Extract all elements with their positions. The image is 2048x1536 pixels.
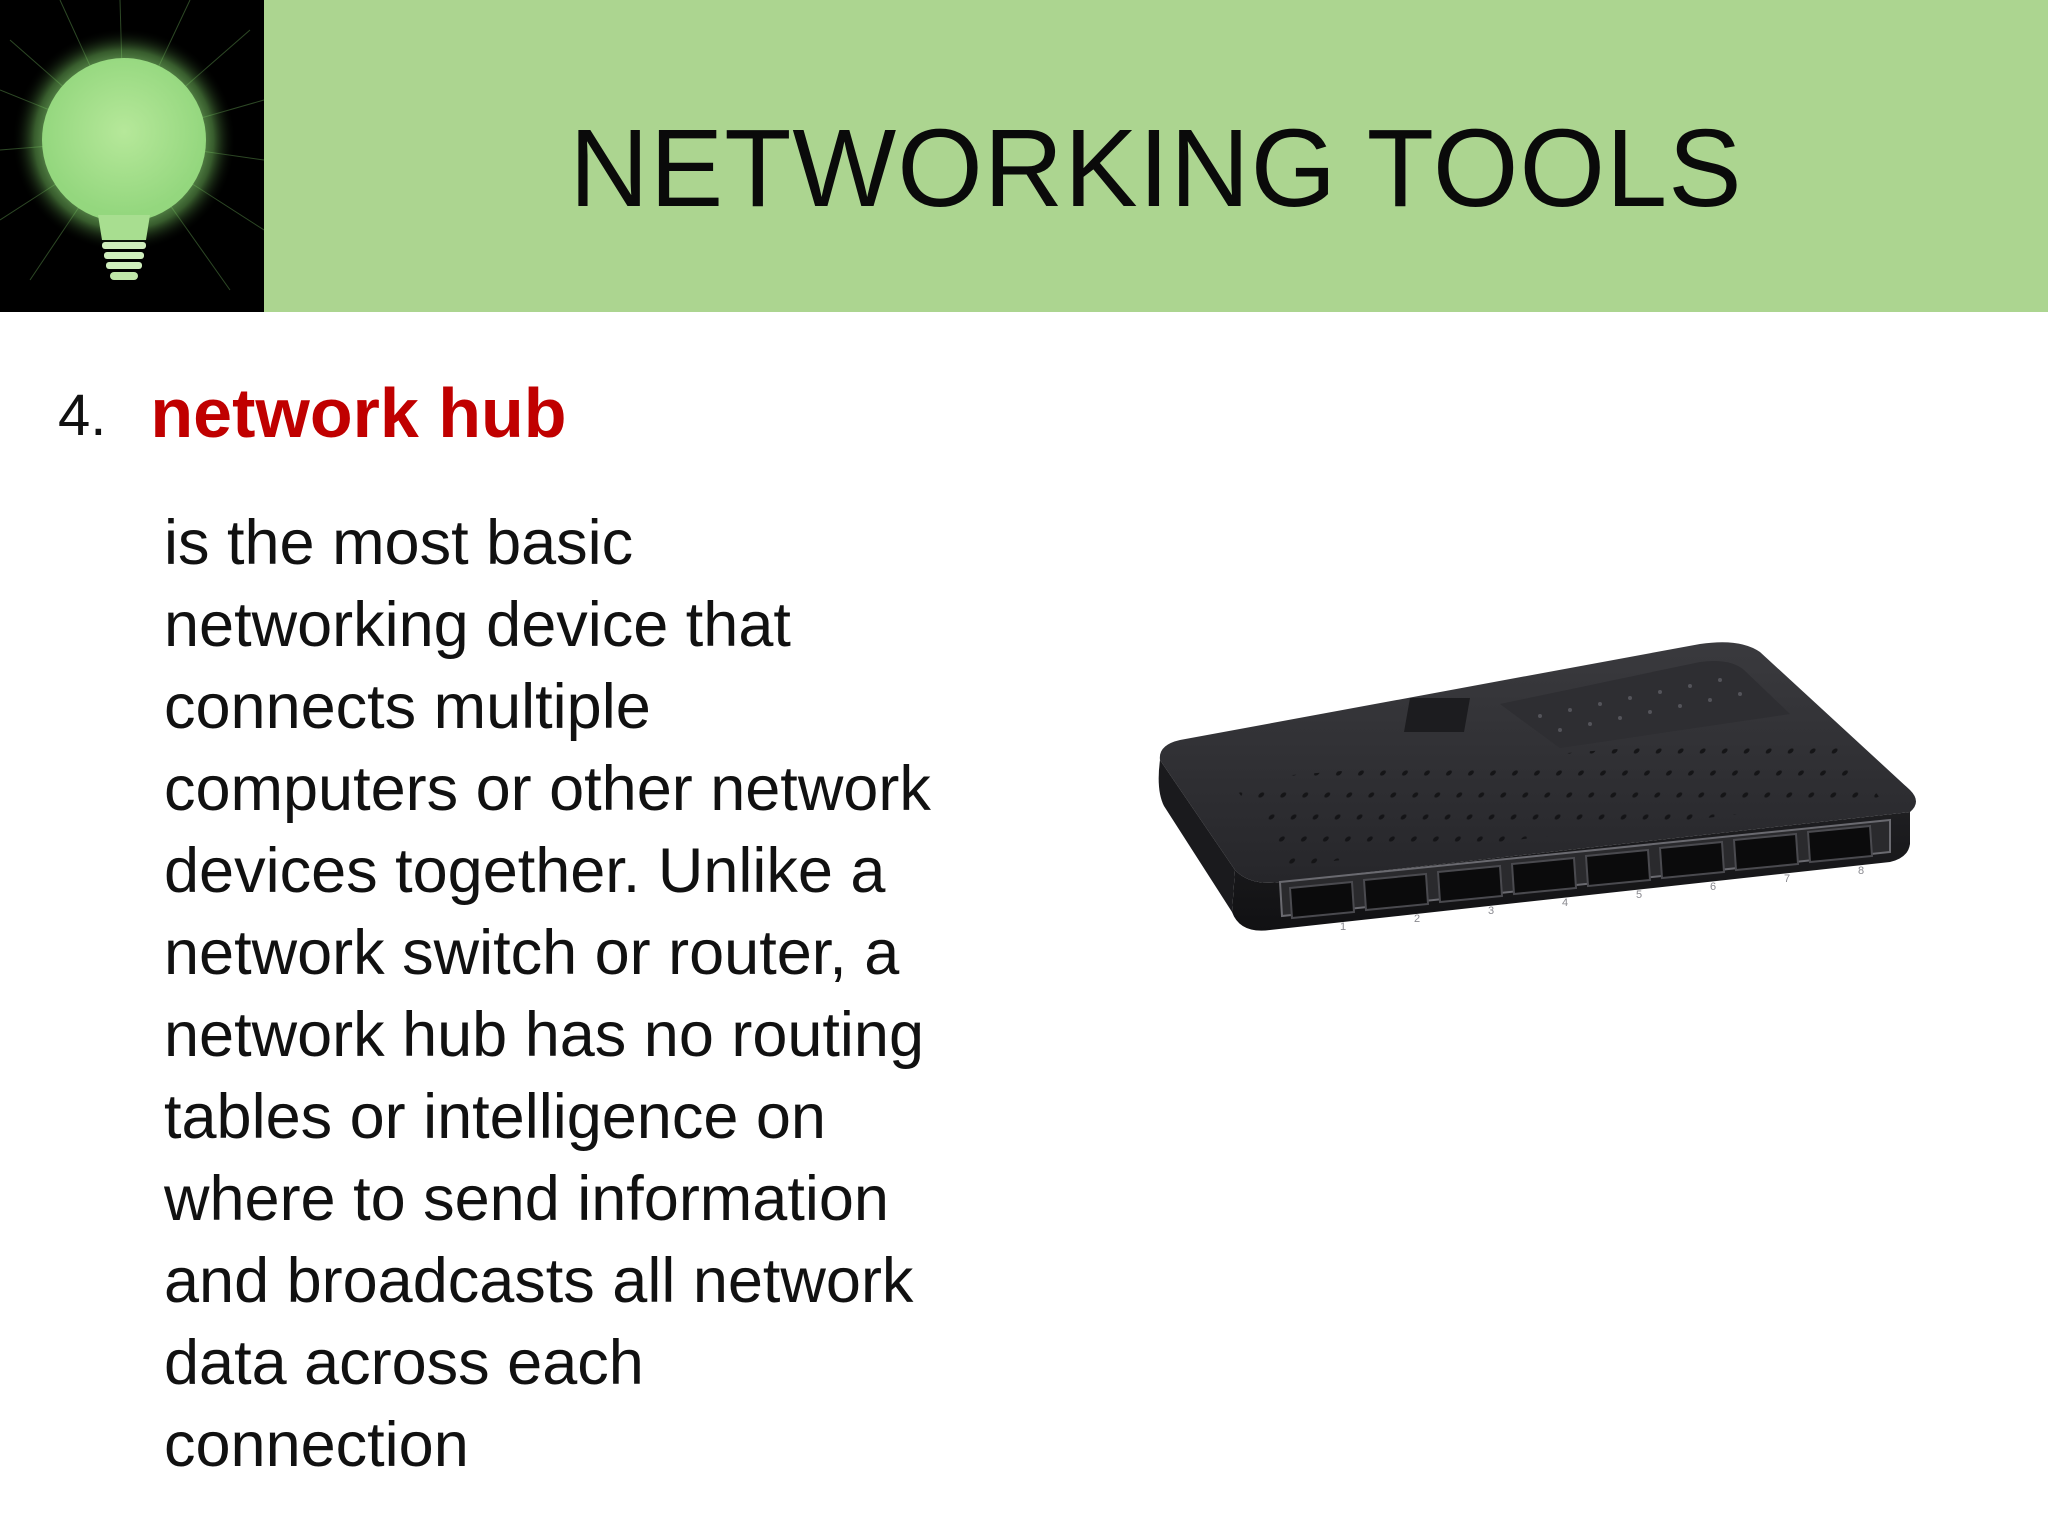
lightbulb-icon	[0, 0, 264, 312]
item-number: 4.	[58, 383, 107, 448]
description-line: network hub has no routing	[164, 1000, 924, 1070]
description-line: computers or other network	[164, 754, 931, 824]
port-label: 3	[1488, 905, 1494, 917]
port-label: 2	[1414, 913, 1420, 925]
description-line: where to send information	[164, 1164, 889, 1234]
item-term: network hub	[150, 374, 567, 452]
description-line: network switch or router, a	[164, 918, 900, 988]
header-band	[264, 0, 2048, 312]
port-label: 6	[1710, 881, 1716, 893]
item-heading: 4. network hub	[58, 368, 566, 461]
description-line: is the most basic	[164, 508, 634, 578]
port-label: 8	[1858, 865, 1864, 877]
slide-title: NETWORKING TOOLS	[569, 107, 1743, 230]
item-description: is the most basic networking device that…	[164, 502, 1044, 1486]
ports	[1288, 824, 1874, 920]
description-line: connects multiple	[164, 672, 651, 742]
description-line: tables or intelligence on	[164, 1082, 826, 1152]
network-hub-image: 1 2 3 4 5 6 7 8	[1158, 642, 1916, 933]
port-label: 1	[1340, 921, 1346, 933]
description-line: networking device that	[164, 590, 791, 660]
port-label: 4	[1562, 897, 1568, 909]
description-line: and broadcasts all network	[164, 1246, 914, 1316]
port-label: 7	[1784, 873, 1790, 885]
description-line: connection	[164, 1410, 469, 1480]
description-line: data across each	[164, 1328, 644, 1398]
description-line: devices together. Unlike a	[164, 836, 886, 906]
port-label: 5	[1636, 889, 1642, 901]
